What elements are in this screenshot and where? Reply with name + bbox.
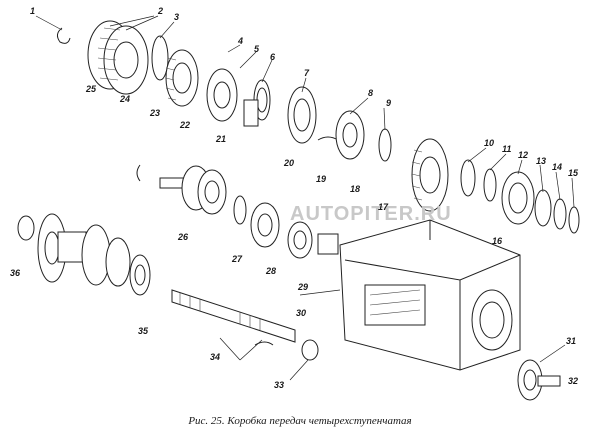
countershaft-gear-2 xyxy=(81,224,111,286)
label-16: 16 xyxy=(492,236,503,246)
label-6: 6 xyxy=(270,52,276,62)
part-3-ring xyxy=(151,35,169,81)
label-22: 22 xyxy=(179,120,190,130)
countershaft-assembly xyxy=(17,213,319,361)
label-1: 1 xyxy=(30,6,35,16)
reverse-gear-assembly xyxy=(517,359,561,401)
label-24: 24 xyxy=(119,94,130,104)
label-21: 21 xyxy=(215,134,226,144)
part-15-snap-ring xyxy=(136,164,141,182)
label-36: 36 xyxy=(10,268,21,278)
label-5: 5 xyxy=(254,44,260,54)
leader-lines xyxy=(35,15,575,381)
countershaft-gear-3 xyxy=(105,237,131,287)
label-3: 3 xyxy=(174,12,179,22)
main-shaft-assembly xyxy=(56,20,580,234)
label-29: 29 xyxy=(297,282,308,292)
part-18-bushing xyxy=(243,99,259,127)
part-10-ring xyxy=(460,159,476,197)
part-33-washer xyxy=(301,339,319,361)
label-14: 14 xyxy=(552,162,562,172)
label-19: 19 xyxy=(316,174,326,184)
label-10: 10 xyxy=(484,138,494,148)
part-13-seal xyxy=(534,189,552,227)
housing-bore xyxy=(471,289,513,351)
label-34: 34 xyxy=(210,352,220,362)
part-9-ring xyxy=(378,128,392,162)
label-9: 9 xyxy=(386,98,391,108)
label-4: 4 xyxy=(237,36,243,46)
part-27-ring xyxy=(233,195,247,225)
part-17-gear xyxy=(411,138,449,212)
label-31: 31 xyxy=(566,336,576,346)
label-8: 8 xyxy=(368,88,373,98)
part-32-shaft xyxy=(537,375,561,387)
figure-caption: Рис. 25. Коробка передач четырехступенча… xyxy=(187,415,411,427)
label-33: 33 xyxy=(274,380,284,390)
label-17: 17 xyxy=(378,202,389,212)
part-35-gear xyxy=(129,254,151,296)
label-2: 2 xyxy=(157,6,163,16)
label-26: 26 xyxy=(177,232,189,242)
part-23-synchro xyxy=(287,221,313,259)
part-labels: 1 2 3 4 5 6 7 8 9 10 11 12 13 14 15 16 1… xyxy=(10,6,579,390)
part-34-key xyxy=(254,341,274,346)
label-7: 7 xyxy=(304,68,310,78)
part-14-washer xyxy=(553,198,567,230)
label-23: 23 xyxy=(149,108,160,118)
part-11-ring xyxy=(483,168,497,202)
part-8-gear xyxy=(335,110,365,160)
label-32: 32 xyxy=(568,376,578,386)
part-34-shaft xyxy=(171,289,296,343)
label-12: 12 xyxy=(518,150,528,160)
label-30: 30 xyxy=(296,308,306,318)
part-15-ring xyxy=(568,206,580,234)
label-35: 35 xyxy=(138,326,149,336)
label-28: 28 xyxy=(265,266,276,276)
label-15: 15 xyxy=(568,168,579,178)
part-21-gear xyxy=(206,68,238,122)
watermark-text: AUTOPITER.RU xyxy=(290,203,452,225)
input-shaft-assembly xyxy=(136,164,339,259)
part-1-snap-ring xyxy=(56,27,71,44)
part-28-gear xyxy=(250,202,280,248)
label-11: 11 xyxy=(502,144,511,154)
part-25-bearing xyxy=(317,233,339,255)
input-shaft xyxy=(159,177,185,189)
part-36-washer xyxy=(17,215,35,241)
label-27: 27 xyxy=(231,254,243,264)
part-12-bearing xyxy=(501,171,535,225)
label-20: 20 xyxy=(283,158,294,168)
gearbox-housing xyxy=(339,219,521,371)
label-13: 13 xyxy=(536,156,546,166)
label-18: 18 xyxy=(350,184,360,194)
housing-window xyxy=(364,284,426,326)
label-25: 25 xyxy=(85,84,97,94)
part-7-synchro xyxy=(287,86,317,144)
